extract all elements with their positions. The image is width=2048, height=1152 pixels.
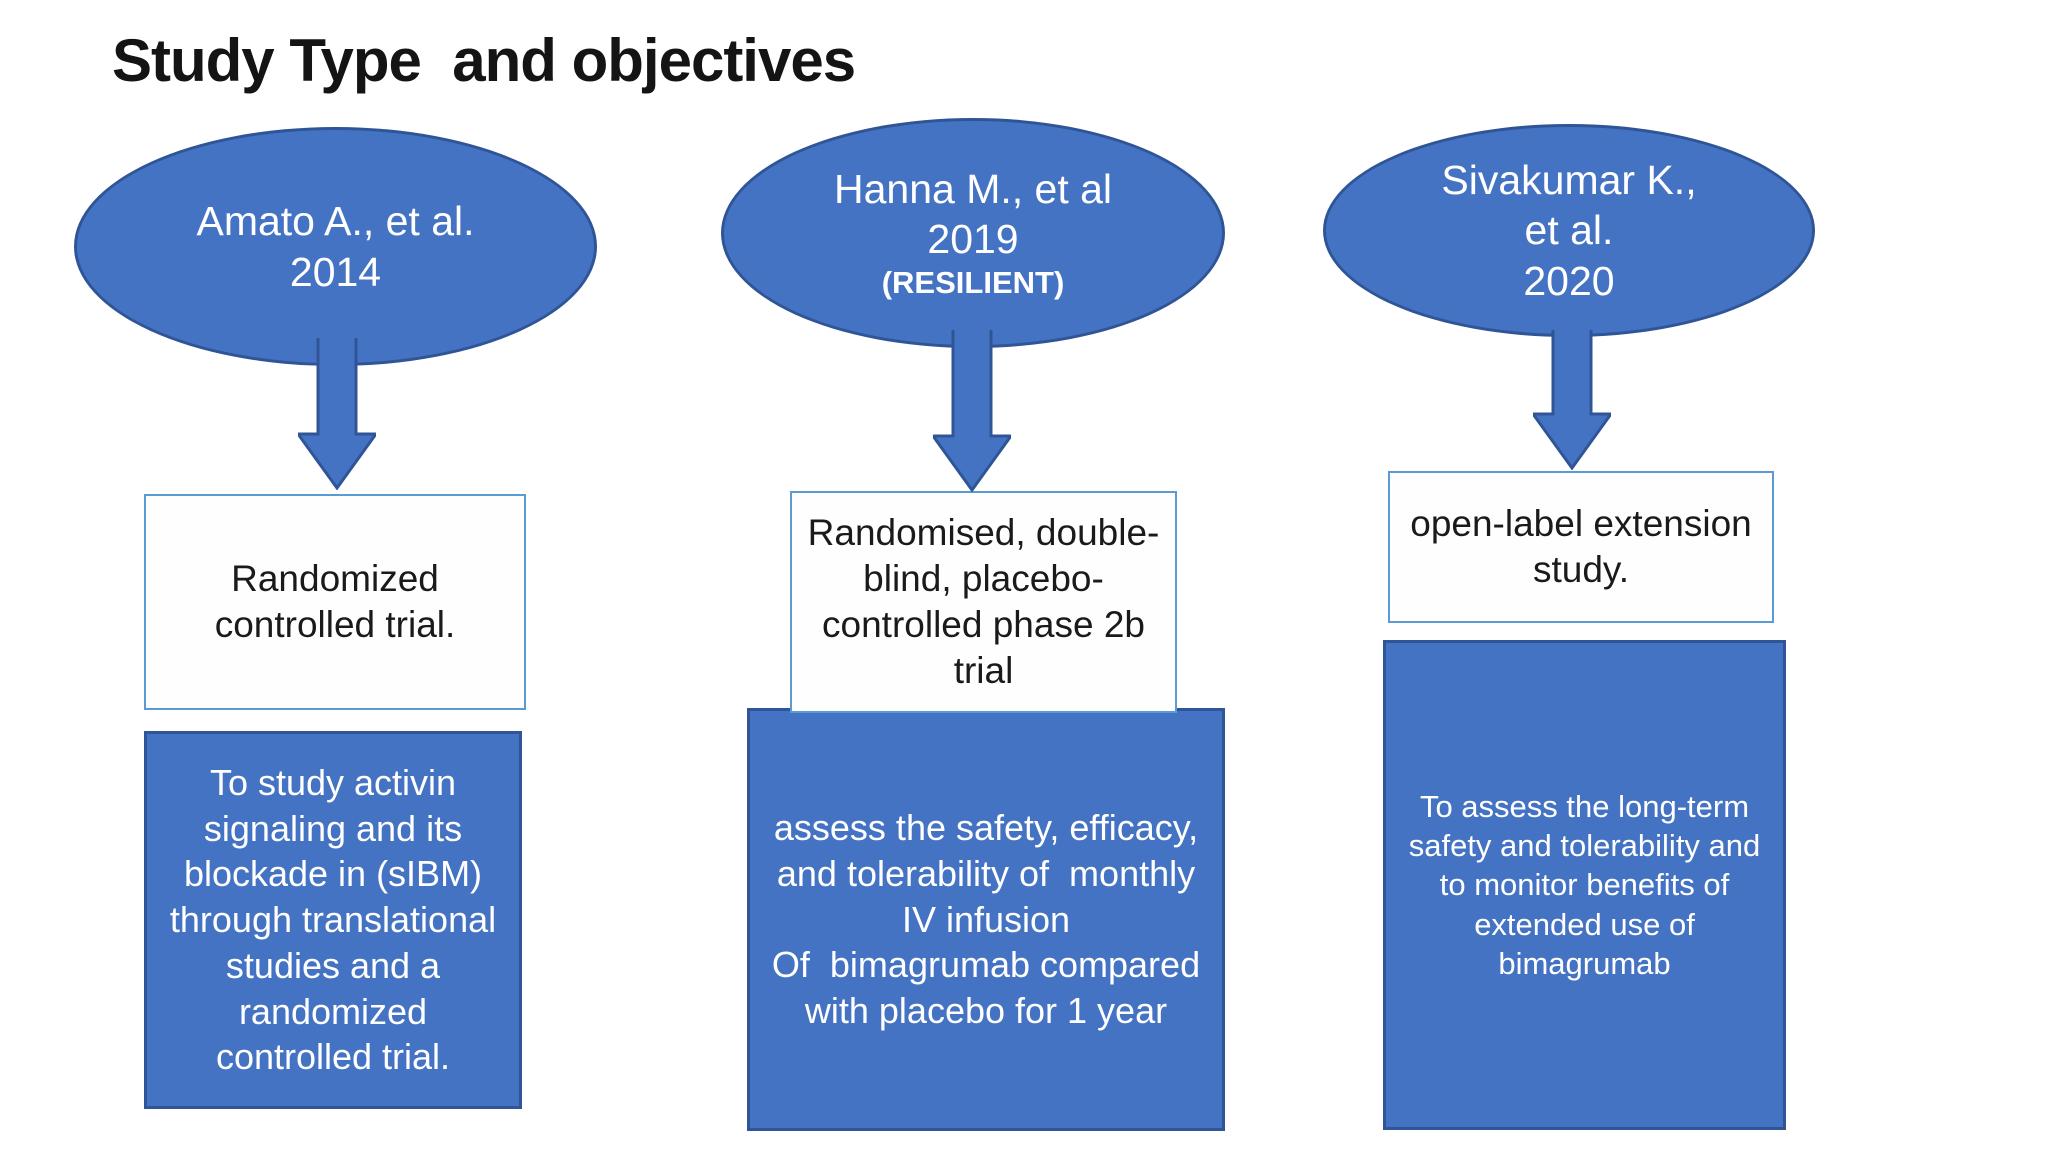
study-ellipse-sivakumar-2020: Sivakumar K., et al. 2020: [1323, 124, 1815, 337]
study-ellipse-label: Hanna M., et al 2019: [833, 165, 1113, 262]
objective-text: assess the safety, efficacy, and tolerab…: [771, 807, 1201, 1032]
study-type-text: Randomized controlled trial.: [214, 557, 456, 645]
study-type-text: Randomised, double- blind, placebo- cont…: [807, 511, 1160, 692]
study-ellipse-note: (RESILIENT): [881, 264, 1065, 300]
study-type-box-amato: Randomized controlled trial.: [144, 494, 526, 710]
objective-text: To assess the long-term safety and toler…: [1408, 788, 1761, 982]
study-ellipse-label: Sivakumar K., et al. 2020: [1441, 157, 1697, 304]
objective-text: To study activin signaling and its block…: [169, 761, 497, 1078]
study-ellipse-amato-2014: Amato A., et al. 2014: [74, 127, 597, 366]
objective-box-hanna: assess the safety, efficacy, and tolerab…: [747, 708, 1225, 1131]
study-ellipse-hanna-2019: Hanna M., et al 2019 (RESILIENT): [721, 118, 1225, 348]
down-arrow-icon: [298, 338, 376, 490]
page-title: Study Type and objectives: [112, 27, 856, 94]
study-type-box-hanna: Randomised, double- blind, placebo- cont…: [790, 491, 1177, 713]
objective-box-sivakumar: To assess the long-term safety and toler…: [1383, 640, 1786, 1130]
study-type-text: open-label extension study.: [1410, 502, 1752, 590]
down-arrow-icon: [933, 330, 1011, 492]
study-type-box-sivakumar: open-label extension study.: [1388, 471, 1774, 623]
objective-box-amato: To study activin signaling and its block…: [144, 731, 522, 1109]
down-arrow-icon: [1533, 330, 1611, 470]
study-ellipse-label: Amato A., et al. 2014: [196, 198, 475, 295]
